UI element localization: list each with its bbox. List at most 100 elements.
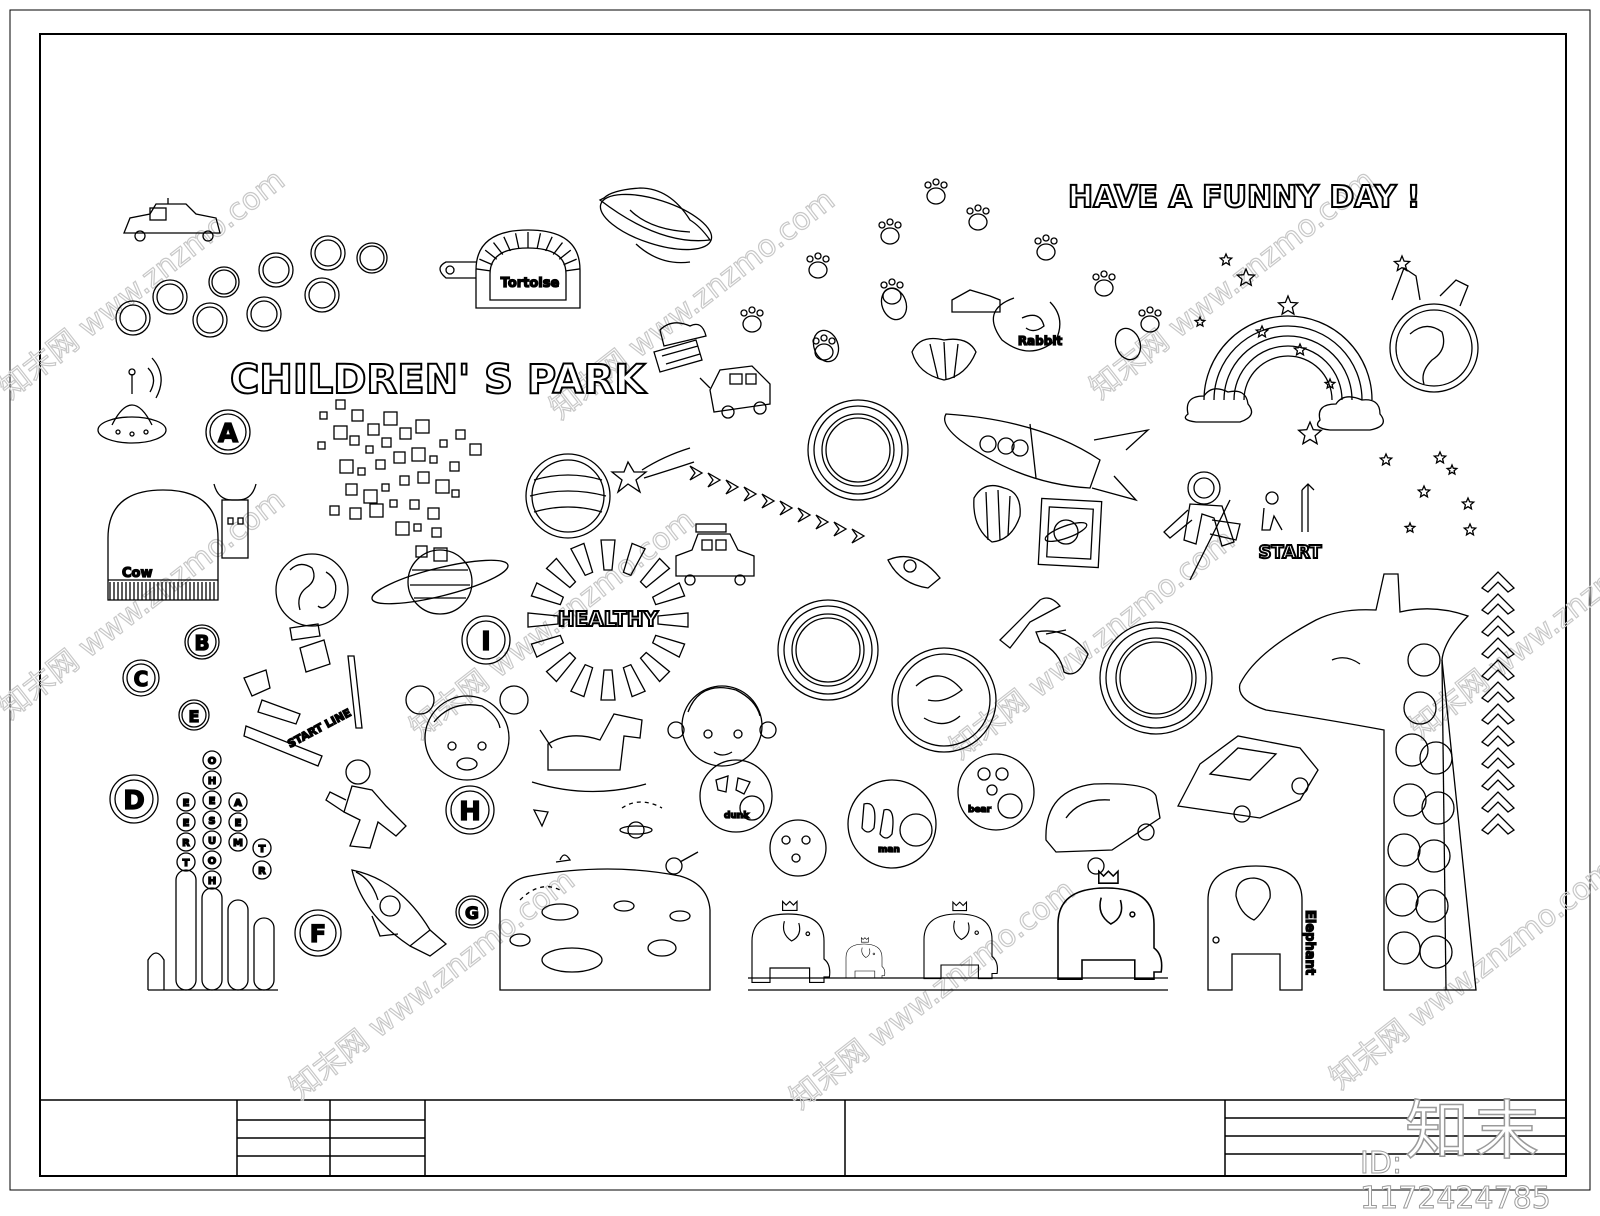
- tree-letter: E: [183, 798, 190, 809]
- tree-letter-circle: [176, 852, 196, 872]
- pixel-square: [389, 499, 398, 508]
- tree-letter: E: [209, 796, 216, 807]
- moon-surface-icon: [499, 868, 711, 991]
- tree-letter: M: [233, 838, 243, 849]
- ufo-icon: [97, 357, 167, 444]
- chevron-shape: [797, 507, 812, 523]
- sunburst-ray: [527, 612, 559, 628]
- pixel-square: [335, 399, 346, 410]
- paw-print-icon: [1034, 234, 1058, 261]
- tree-letter-circle: [202, 810, 222, 830]
- sports-car-icon: [1176, 735, 1319, 823]
- chevron-shape: [851, 528, 866, 544]
- pixel-square: [357, 467, 366, 476]
- shell-rib: [476, 268, 491, 272]
- giraffe-spot: [1385, 883, 1419, 917]
- pixel-square: [393, 451, 406, 464]
- bird-icon: [999, 597, 1089, 675]
- boy-face-icon: [667, 685, 777, 767]
- letter-e: E: [189, 707, 200, 726]
- letter-g: G: [465, 904, 479, 924]
- star-icon: [1460, 496, 1476, 511]
- giraffe-spot: [1407, 643, 1441, 677]
- paw-print-icon: [740, 306, 764, 333]
- pixel-square: [329, 505, 340, 516]
- swirl-ring-circle: [891, 647, 997, 753]
- pixel-square: [439, 439, 448, 448]
- sunburst-ray: [600, 539, 616, 571]
- tree-letter-circle: [202, 870, 222, 890]
- pixel-square-pattern: [317, 399, 482, 562]
- watermark-text: 知末网 www.znzmo.com: [283, 863, 581, 1107]
- letter-h-badge: H: [445, 785, 495, 835]
- letter-i-badge: I: [461, 615, 511, 665]
- bubble-circles: [115, 235, 388, 338]
- bean-shape: [812, 329, 840, 363]
- star-icon: [1416, 484, 1432, 499]
- pixel-square: [427, 507, 440, 520]
- paw-print-icon: [924, 178, 948, 205]
- paw-print-icon: [812, 334, 836, 361]
- letter-c: C: [134, 667, 149, 691]
- chevron-shape: [725, 479, 740, 495]
- chevron-shape: [1480, 791, 1516, 813]
- chevron-shape: [689, 465, 704, 481]
- start-line-burst: START LINE: [243, 623, 363, 767]
- tree-letter: E: [235, 818, 242, 829]
- chevron-shape: [1480, 659, 1516, 681]
- shell-rib: [493, 242, 504, 255]
- tree-letter-circle: [202, 790, 222, 810]
- pixel-square: [383, 411, 398, 426]
- chevron-shape: [1480, 615, 1516, 637]
- elephant-sign: Elephant: [1207, 865, 1318, 991]
- inner-frame: [39, 33, 1567, 1177]
- tree-letter-circle: [252, 838, 272, 858]
- tree-letter-circle: [202, 770, 222, 790]
- pixel-square: [399, 475, 410, 486]
- tree-letter-circle: [252, 860, 272, 880]
- letter-f: F: [310, 920, 326, 948]
- camper-van-icon: [699, 365, 771, 419]
- giraffe-spot: [1403, 691, 1437, 725]
- letter-e-badge: E: [178, 699, 210, 731]
- giraffe-spot: [1417, 839, 1451, 873]
- start-sign: START: [1257, 483, 1323, 564]
- star-scatter: [1193, 252, 1478, 537]
- chevron-shape: [1480, 571, 1516, 593]
- shell-rib: [552, 242, 563, 255]
- pixel-square: [375, 459, 386, 470]
- paw-print-icon: [966, 204, 990, 231]
- tree-letter-circle: [202, 850, 222, 870]
- elephant-icon: [751, 899, 831, 983]
- pixel-square: [455, 429, 466, 440]
- rabbit-icon: Rabbit: [951, 289, 1063, 352]
- dunk-footprint-badge: dunk: [699, 759, 773, 833]
- tree-letter: E: [183, 818, 190, 829]
- giraffe-spot: [1387, 931, 1421, 965]
- sunburst-ray: [569, 663, 594, 698]
- watermark-text: 知末网 www.znzmo.com: [783, 873, 1081, 1117]
- chevron-shape: [1480, 637, 1516, 659]
- asset-id-watermark: ID: 1172424785: [1360, 1146, 1552, 1216]
- dunk-label: dunk: [724, 811, 750, 821]
- ring-circle: [807, 399, 909, 501]
- tree-letter: U: [208, 836, 216, 847]
- shell-rib: [484, 249, 498, 260]
- pixel-square: [449, 461, 460, 472]
- tortoise-label: Tortoise: [501, 276, 560, 291]
- rainbow-icon: [1184, 315, 1384, 431]
- tree-letter: H: [208, 876, 216, 887]
- earth-with-animals-icon: [1389, 267, 1479, 393]
- pixel-square: [431, 527, 442, 538]
- star-icon: [1323, 377, 1337, 390]
- chevron-shape: [707, 472, 722, 488]
- letter-a: A: [218, 419, 238, 449]
- giraffe-spot: [1415, 889, 1449, 923]
- chevron-shape: [815, 514, 830, 530]
- tree-letter-circle: [176, 812, 196, 832]
- giraffe-spot: [1395, 733, 1429, 767]
- pixel-square: [395, 521, 410, 536]
- tree-letter-circle: [228, 812, 248, 832]
- pixel-square: [417, 471, 430, 484]
